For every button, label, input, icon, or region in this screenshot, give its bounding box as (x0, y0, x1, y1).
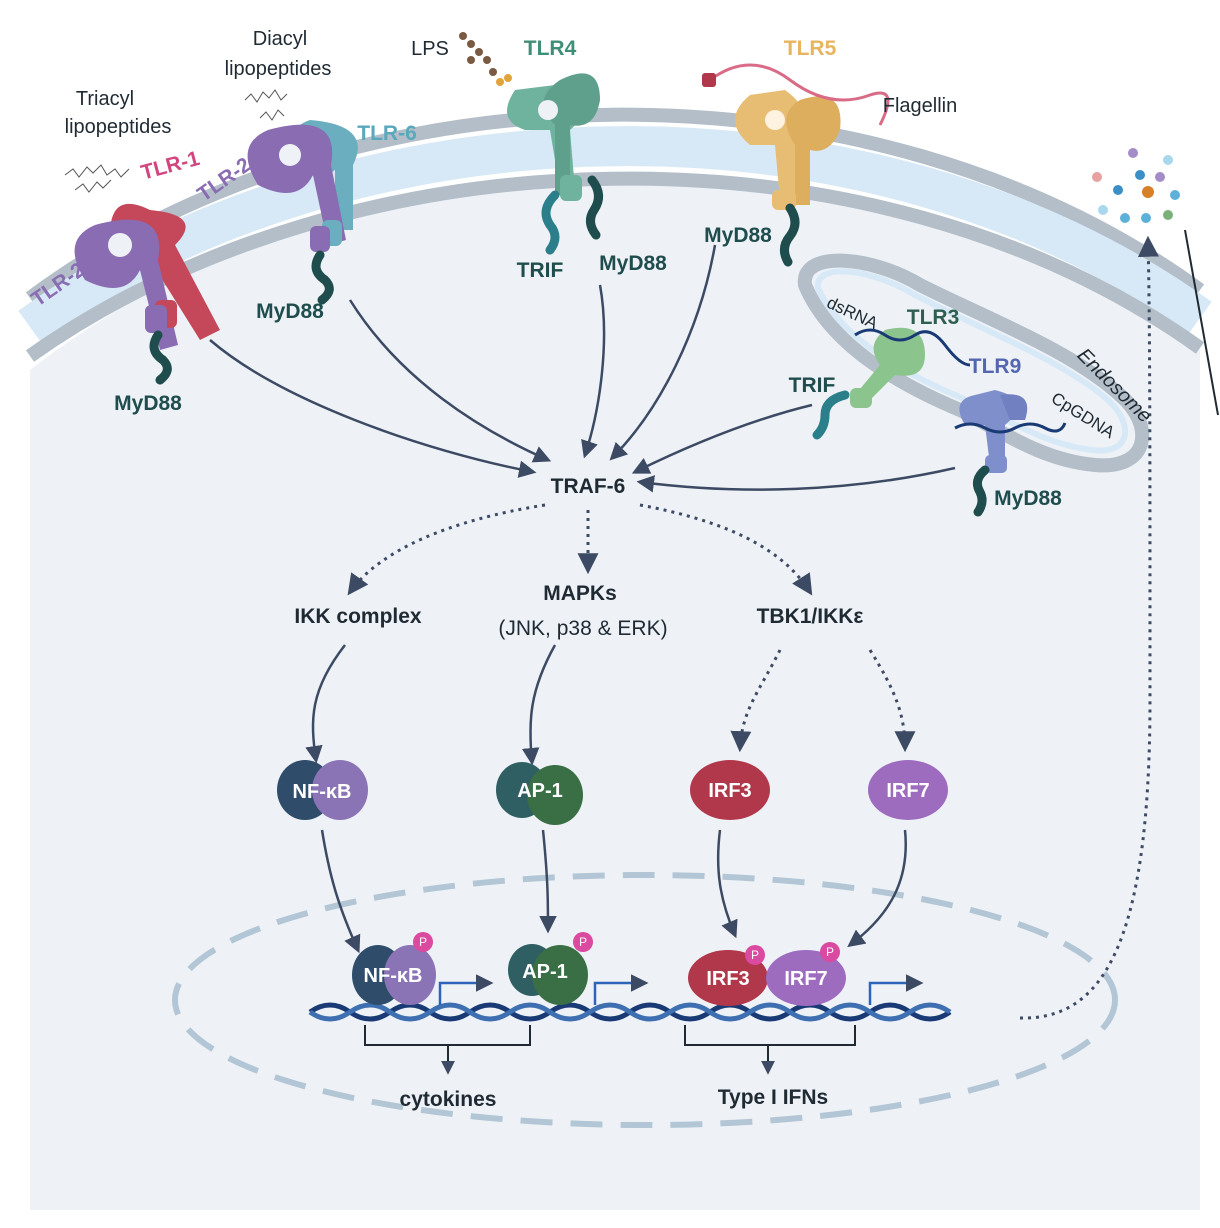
label-lps: LPS (411, 38, 449, 60)
phospho-label-2: P (579, 935, 587, 949)
label-myd88-1: MyD88 (114, 392, 182, 415)
dsrna-strand (854, 328, 971, 367)
label-ap1: AP-1 (517, 780, 563, 802)
output-ifns: Type I IFNs (718, 1086, 828, 1109)
label-diacyl-line1: Diacyl (253, 28, 307, 50)
gene-brackets (364, 1025, 856, 1075)
flagellin-filament (709, 63, 890, 126)
myd88-tail-tlr4 (586, 175, 603, 240)
node-tbk1: TBK1/IKKε (757, 605, 864, 628)
tlr4-receptor (507, 73, 600, 201)
dna-strand-b (308, 1002, 952, 1022)
plasma-membrane-outer (25, 107, 1205, 304)
label-trif-2: TRIF (789, 374, 836, 397)
phospho-badges (413, 932, 840, 965)
tlr3-receptor (850, 327, 925, 408)
label-trif-1: TRIF (517, 259, 564, 282)
label-tlr5: TLR5 (784, 37, 837, 60)
endosome-inner (814, 268, 1128, 454)
irf3-cytoplasm (690, 760, 770, 820)
lps-molecule (459, 32, 512, 86)
label-nfkb-nuc: NF-κB (364, 965, 423, 987)
label-myd88-5: MyD88 (994, 487, 1062, 510)
phospho-label-4: P (826, 945, 834, 959)
label-tlr3: TLR3 (907, 306, 960, 329)
label-irf7: IRF7 (886, 780, 929, 802)
myd88-tail-tlr9 (972, 465, 990, 517)
label-myd88-3: MyD88 (599, 252, 667, 275)
label-tlr9: TLR9 (969, 355, 1022, 378)
phospho-label-3: P (751, 948, 759, 962)
node-traf6: TRAF-6 (551, 475, 626, 498)
node-ikk: IKK complex (294, 605, 422, 628)
tlr9-receptor (959, 390, 1028, 473)
output-cytokines: cytokines (400, 1088, 497, 1111)
label-triacyl-line1: Triacyl (76, 88, 134, 110)
node-mapks-sub: (JNK, p38 & ERK) (498, 617, 667, 640)
dotted-arrows (347, 235, 1159, 1020)
cpgdna-strand (954, 422, 1067, 434)
nfkb-cytoplasm (277, 760, 368, 820)
irf7-cytoplasm (868, 760, 948, 820)
secreted-molecules (1092, 148, 1180, 223)
myd88-tail-2 (311, 250, 334, 305)
label-tlr6: TLR-6 (357, 122, 417, 145)
nucleus-envelope (172, 872, 1118, 1128)
tlr2-tlr6-receptor (247, 120, 358, 252)
plasma-membrane-core (18, 126, 1212, 344)
trif-tail-tlr3 (812, 390, 850, 440)
ap1-nucleus (508, 944, 588, 1005)
trif-tail-tlr4 (541, 190, 560, 255)
label-myd88-2: MyD88 (256, 300, 324, 323)
phospho-label-1: P (419, 935, 427, 949)
label-irf7-nuc: IRF7 (784, 968, 827, 990)
label-tlr1: TLR-1 (139, 147, 203, 185)
nfkb-nucleus (352, 945, 436, 1005)
node-mapks: MAPKs (543, 582, 617, 605)
label-irf3: IRF3 (708, 780, 751, 802)
label-tlr4: TLR4 (524, 37, 577, 60)
tlr5-receptor (735, 90, 841, 210)
pointer-line (1184, 229, 1219, 416)
transcription-arrows (438, 974, 924, 1005)
label-ap1-nuc: AP-1 (522, 961, 568, 983)
myd88-tail-1 (149, 330, 172, 385)
cytoplasm (30, 172, 1200, 1210)
arrows (209, 244, 956, 954)
tlr2-tlr1-receptor (74, 203, 220, 350)
lipopeptide-squiggles (64, 89, 288, 193)
irf3-nucleus (688, 950, 768, 1006)
ap1-cytoplasm (496, 762, 583, 825)
label-diacyl-line2: lipopeptides (225, 58, 332, 80)
label-flagellin: Flagellin (883, 95, 957, 117)
label-irf3-nuc: IRF3 (706, 968, 749, 990)
label-nfkb: NF-κB (293, 781, 352, 803)
flagellin-motor (702, 73, 716, 87)
label-triacyl-line2: lipopeptides (65, 116, 172, 138)
irf7-nucleus (766, 950, 846, 1006)
myd88-tail-tlr5 (780, 203, 800, 267)
label-myd88-4: MyD88 (704, 224, 772, 247)
